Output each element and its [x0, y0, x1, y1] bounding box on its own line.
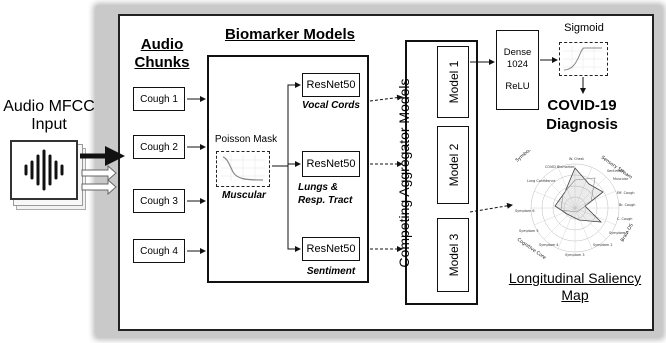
axis-label: C. Cough [617, 217, 632, 221]
hollow-arrow [81, 164, 117, 182]
covid-diagnosis-label: COVID-19 Diagnosis [546, 97, 618, 133]
axis-label: W. Chest [569, 157, 584, 161]
audio-chunks-title: Audio Chunks [134, 36, 190, 71]
axis-label: Eff. Cough [617, 191, 635, 195]
cough-4-box: Cough 4 [133, 239, 185, 263]
input-title: Audio MFCC Input [3, 98, 95, 133]
cough-label: Cough 4 [140, 245, 178, 257]
poisson-mask-plot [216, 151, 270, 187]
saliency-title: Longitudinal Saliency Map [508, 270, 642, 303]
cough-2-box: Cough 2 [133, 135, 185, 159]
biomarker-models-title: Biomarker Models [224, 26, 356, 43]
axis-label: Lung Confidence [527, 179, 555, 183]
resnet-2-box: ResNet50 [302, 151, 360, 177]
model-3-box: Model 3 [437, 218, 469, 292]
cough-3-box: Cough 3 [133, 189, 185, 213]
axis-label: Symptom 5 [519, 229, 539, 233]
resnet-label: ResNet50 [306, 79, 356, 91]
resnet-2-caption: Lungs & Resp. Tract [298, 182, 353, 206]
cough-label: Cough 1 [140, 93, 178, 105]
axis-label: Br. Cough [619, 203, 635, 207]
dense-line1: Dense [503, 47, 532, 58]
dense-line3: ReLU [505, 81, 530, 92]
resnet-1-box: ResNet50 [302, 73, 360, 97]
waveform-icon [10, 140, 78, 200]
axis-label: Symptom 4 [539, 243, 559, 247]
poisson-mask-title: Poisson Mask [214, 134, 278, 145]
resnet-3-caption: Sentiment [306, 266, 356, 277]
resnet-label: ResNet50 [306, 243, 356, 255]
axis-label: Symptom 6 [515, 209, 535, 213]
resnet-3-box: ResNet50 [302, 237, 360, 261]
audio-icon-stack [10, 140, 92, 210]
sigmoid-title: Sigmoid [564, 22, 604, 34]
dense-box: Dense 1024 ReLU [496, 30, 539, 110]
axis-label: COVID Biomarker [545, 165, 575, 169]
poisson-caption: Muscular [222, 190, 266, 201]
resnet-1-caption: Vocal Cords [302, 100, 360, 111]
cough-label: Cough 2 [140, 141, 178, 153]
axis-label: Muscular [613, 177, 629, 181]
axis-label: Symptom 1 [609, 231, 629, 235]
cough-label: Cough 3 [140, 195, 178, 207]
axis-label: Sentiment [607, 169, 625, 173]
hollow-arrow [81, 178, 117, 196]
resnet-label: ResNet50 [306, 158, 356, 170]
model-2-box: Model 2 [437, 126, 469, 204]
axis-label: Symptom 2 [593, 243, 613, 247]
model-1-box: Model 1 [437, 46, 469, 118]
axis-label: Symptom 3 [565, 253, 585, 257]
dense-line2: 1024 [506, 59, 529, 70]
cough-1-box: Cough 1 [133, 87, 185, 111]
sigmoid-plot [559, 42, 608, 76]
